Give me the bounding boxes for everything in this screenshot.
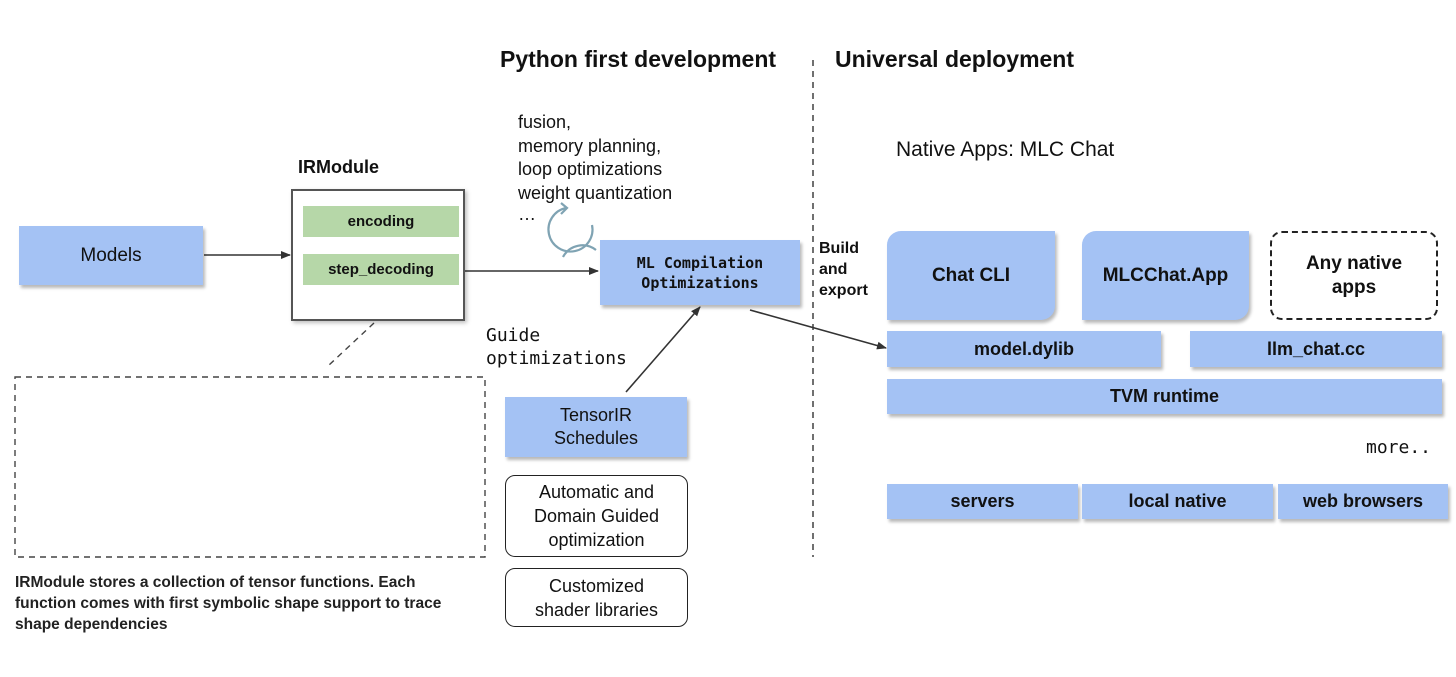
target-local-native: local native [1082, 484, 1273, 519]
heading-python-first: Python first development [500, 46, 777, 72]
build-export-label: Build and export [819, 238, 868, 301]
heading-universal-deployment: Universal deployment [835, 46, 1075, 72]
opt-item: fusion, [518, 112, 572, 132]
target-servers: servers [887, 484, 1078, 519]
shader-line: Customized [548, 575, 645, 596]
caption-line: IRModule stores a collection of tensor f… [15, 574, 416, 591]
shader-line: shader libraries [534, 599, 659, 620]
func-step-decoding: step_decoding [303, 254, 459, 285]
automatic-line: Automatic and [538, 482, 655, 502]
irmodule-detail-dashed-box [14, 376, 486, 558]
caption-line: function comes with first symbolic shape… [15, 595, 442, 612]
opt-item: memory planning, [518, 135, 662, 156]
any-native-line: apps [1331, 276, 1377, 298]
opt-item: weight quantization [518, 182, 673, 203]
llm-chat-block: llm_chat.cc [1190, 331, 1442, 367]
caption-line: shape dependencies [15, 616, 168, 633]
callout-dashed-line [327, 322, 375, 367]
guide-line: Guide [486, 325, 541, 346]
irmodule-caption: IRModule stores a collection of tensor f… [15, 572, 441, 635]
opt-item: … [518, 204, 536, 224]
guide-line: optimizations [486, 348, 627, 369]
func-encoding: encoding [303, 206, 459, 237]
guide-optimizations-label: Guide optimizations [486, 324, 627, 370]
shader-libraries-block: Customized shader libraries [505, 568, 688, 627]
arrow-tensorir-to-compilation [625, 306, 701, 393]
irmodule-title: IRModule [298, 157, 379, 177]
any-native-apps-block: Any native apps [1270, 231, 1438, 320]
more-label: more.. [1366, 437, 1432, 458]
ml-compilation-line: ML Compilation [636, 253, 764, 272]
build-line: and [819, 261, 848, 278]
ml-compilation-line: Optimizations [641, 273, 759, 292]
ml-compilation-block: ML Compilation Optimizations [600, 240, 800, 305]
tensorir-line: TensorIR [559, 405, 633, 425]
arrow-compilation-to-deployment [749, 309, 887, 350]
model-dylib-block: model.dylib [887, 331, 1161, 367]
optimizations-list: fusion, memory planning, loop optimizati… [518, 111, 672, 223]
models-block: Models [19, 226, 203, 285]
target-web-browsers: web browsers [1278, 484, 1448, 519]
build-line: export [819, 282, 868, 299]
mlcchat-app-block: MLCChat.App [1082, 231, 1249, 320]
build-line: Build [819, 240, 859, 257]
tensorir-schedules-block: TensorIR Schedules [505, 397, 687, 457]
automatic-line: Domain Guided [533, 506, 660, 526]
tensorir-line: Schedules [553, 428, 639, 448]
chat-cli-block: Chat CLI [887, 231, 1055, 320]
irmodule-box: encoding step_decoding [291, 189, 465, 321]
automatic-optimization-block: Automatic and Domain Guided optimization [505, 475, 688, 557]
opt-item: loop optimizations [518, 159, 663, 179]
native-apps-title: Native Apps: MLC Chat [896, 138, 1115, 161]
any-native-line: Any native [1305, 252, 1403, 274]
tvm-runtime-block: TVM runtime [887, 379, 1442, 414]
automatic-line: optimization [548, 530, 645, 550]
